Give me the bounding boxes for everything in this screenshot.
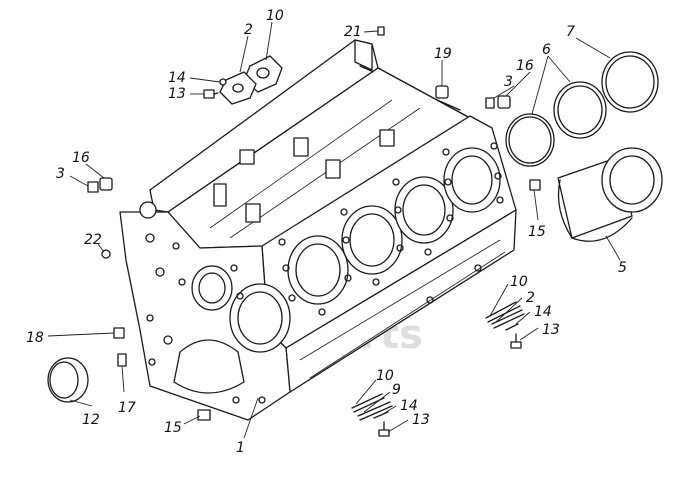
callout-5: 5 [618,260,627,276]
callout-3-right: 3 [504,74,513,90]
seal-ring-6b [553,81,607,139]
cylinder-bores [287,147,501,305]
dowel-15-right [529,179,541,191]
callout-17: 17 [118,400,136,416]
callout-12: 12 [82,412,100,428]
callout-9: 9 [392,382,401,398]
washer-right [505,323,519,331]
callout-19: 19 [434,46,452,62]
callout-21: 21 [344,24,362,40]
callout-6: 6 [542,42,551,58]
cylinder-liner-5 [557,147,663,242]
pin-21 [377,26,385,36]
plug-17 [117,353,127,367]
fitting-top-right [485,95,511,109]
callout-18: 18 [26,330,44,346]
callout-16-left: 16 [72,150,90,166]
plate-9-bottom [357,401,393,421]
gasket-right [485,301,521,323]
callout-15-right: 15 [528,224,546,240]
plug-19 [435,85,449,99]
seal-ring-7 [601,51,659,113]
callout-2-top: 2 [244,22,253,38]
callout-13-right: 13 [542,322,560,338]
plug-18 [113,327,125,339]
cylinder-block [119,39,517,421]
bolt-bottom [378,421,390,437]
washer-top [219,78,227,86]
callout-10-right: 10 [510,274,528,290]
dowel-15-bottom [197,409,211,421]
callout-3-left: 3 [56,166,65,182]
callout-15-bottom: 15 [164,420,182,436]
seal-ring-6a [505,113,555,167]
callout-14-top: 14 [168,70,186,86]
callout-13-top: 13 [168,86,186,102]
callout-10-bottom: 10 [376,368,394,384]
head-bolt-holes [278,142,504,316]
callout-22: 22 [84,232,102,248]
bolt-top [203,89,219,99]
callout-labels: 10 2 14 13 21 19 16 3 6 7 16 3 15 5 22 1… [26,8,627,456]
callout-1: 1 [236,440,245,456]
callout-14-right: 14 [534,304,552,320]
callout-14-bottom: 14 [400,398,418,414]
callout-10-top: 10 [266,8,284,24]
callout-2-right: 2 [526,290,535,306]
bolt-right [510,333,522,349]
fitting-left [87,177,113,193]
cap-plug-12 [47,357,89,403]
leader-lines [47,21,621,439]
cover-plate-top [219,55,283,105]
callout-16-right: 16 [516,58,534,74]
callout-7: 7 [566,24,575,40]
callout-13-bottom: 13 [412,412,430,428]
